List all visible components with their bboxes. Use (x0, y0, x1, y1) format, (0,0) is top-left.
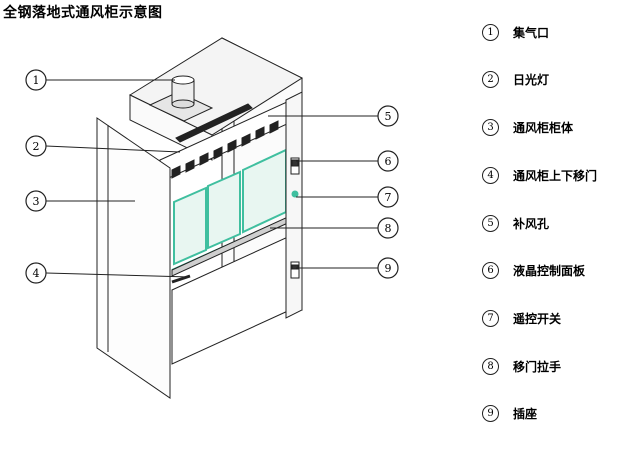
legend-number: 8 (482, 357, 499, 375)
exhaust-collar-top (171, 75, 195, 85)
legend-number: 5 (482, 214, 499, 232)
legend-item: 3 通风柜柜体 (482, 116, 573, 138)
legend: 1 集气口 2 日光灯 3 通风柜柜体 4 通风柜上下移门 5 补风孔 6 液晶… (482, 0, 632, 449)
legend-label: 集气口 (513, 25, 550, 40)
top-box-front (129, 94, 213, 161)
remote-switch (291, 190, 299, 198)
leader-4 (45, 272, 191, 278)
legend-number: 1 (482, 23, 499, 41)
callout-7 (377, 186, 399, 208)
callout-4-label: 4 (33, 267, 40, 280)
legend-label: 插座 (513, 406, 538, 421)
legend-item: 6 液晶控制面板 (482, 259, 585, 281)
sash-glass-mid (207, 170, 241, 250)
legend-number: 2 (482, 70, 499, 88)
fume-hood-drawing: 1 2 3 4 5 6 7 8 9 (25, 37, 399, 399)
callout-1-label: 1 (33, 74, 40, 87)
legend-label: 液晶控制面板 (513, 263, 586, 278)
callout-9 (377, 257, 399, 279)
legend-item: 9 插座 (482, 402, 537, 424)
legend-item: 2 日光灯 (482, 68, 549, 90)
callout-5-label: 5 (385, 110, 392, 123)
socket (290, 261, 300, 279)
callout-3-label: 3 (33, 195, 40, 208)
legend-item: 4 通风柜上下移门 (482, 164, 597, 186)
sash-glass-left (173, 186, 207, 266)
callout-2 (25, 135, 47, 157)
front-post (285, 91, 303, 319)
callout-9-label: 9 (385, 262, 392, 275)
legend-item: 8 移门拉手 (482, 355, 561, 377)
callout-3 (25, 190, 47, 212)
callout-7-label: 7 (385, 191, 392, 204)
legend-number: 7 (482, 309, 499, 327)
legend-label: 补风孔 (513, 216, 550, 231)
legend-number: 3 (482, 118, 499, 136)
legend-number: 9 (482, 404, 499, 422)
legend-label: 日光灯 (513, 72, 550, 87)
legend-label: 通风柜柜体 (513, 120, 574, 135)
left-side-panel (96, 117, 171, 399)
diagram-title: 全钢落地式通风柜示意图 (3, 5, 163, 21)
callout-8-label: 8 (385, 222, 392, 235)
legend-item: 5 补风孔 (482, 212, 549, 234)
legend-item: 7 遥控开关 (482, 307, 561, 329)
legend-label: 遥控开关 (513, 311, 562, 326)
callout-6-label: 6 (385, 155, 392, 168)
callout-6 (377, 150, 399, 172)
legend-number: 6 (482, 261, 499, 279)
leader-2 (45, 145, 181, 153)
legend-label: 移门拉手 (513, 359, 562, 374)
legend-label: 通风柜上下移门 (513, 168, 598, 183)
vent-holes (171, 120, 279, 179)
callout-2-label: 2 (33, 140, 40, 153)
callout-4 (25, 262, 47, 284)
callout-8 (377, 217, 399, 239)
callout-1 (25, 69, 47, 91)
callout-5 (377, 105, 399, 127)
legend-item: 1 集气口 (482, 21, 549, 43)
legend-number: 4 (482, 166, 499, 184)
light-bar (175, 103, 253, 143)
